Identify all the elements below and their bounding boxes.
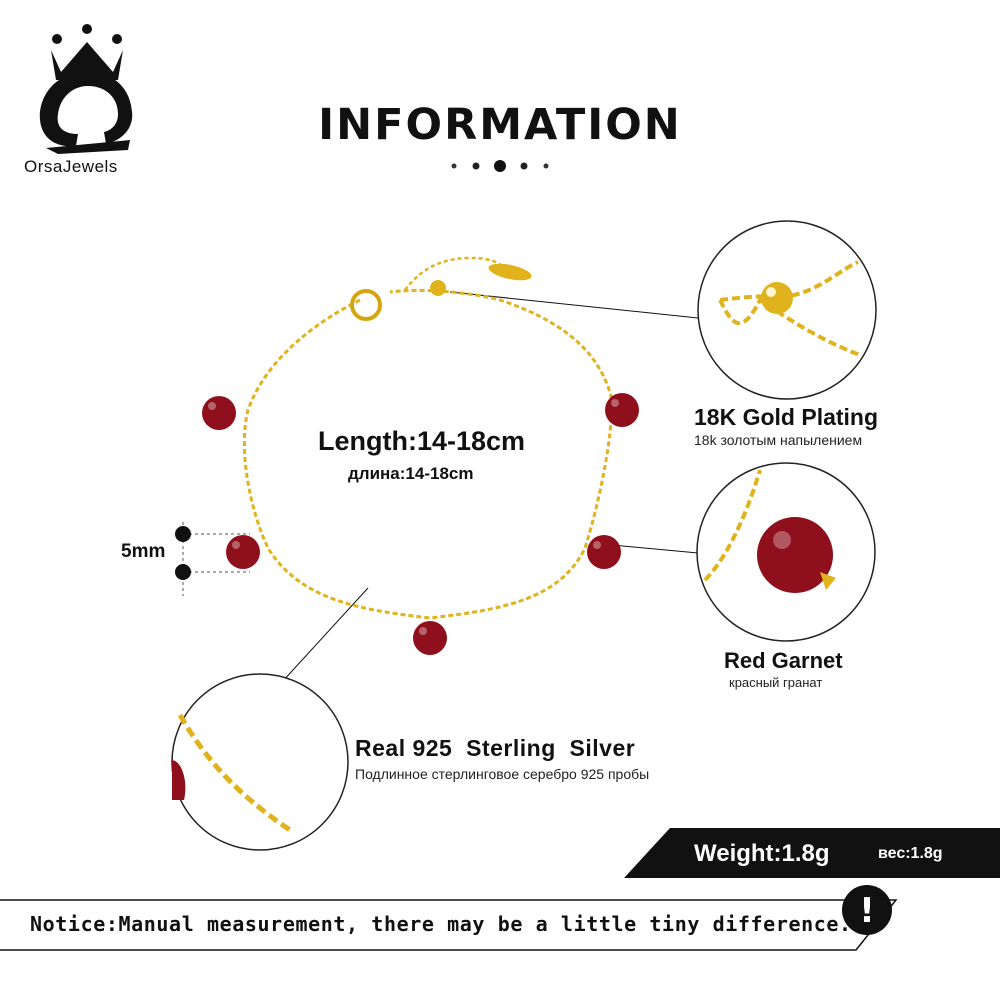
dot [543,163,549,169]
tag-plate [488,263,532,281]
bead-dimension-marker [175,522,250,596]
exclamation-icon: ! [842,885,892,935]
dot [494,160,506,172]
swoosh-icon [46,140,130,154]
crown-icon [51,24,123,80]
detail-circle-silver [171,673,349,851]
letter-o-icon [39,72,133,147]
bead-size-label: 5mm [121,541,166,562]
callout-line-garnet [611,544,699,554]
clasp-ring [350,289,383,321]
weight-label-ru: вес:1.8g [878,845,943,862]
dot [451,163,457,169]
dot [520,162,528,170]
weight-label: Weight:1.8g [694,840,830,867]
dot [472,162,480,170]
extension-chain [404,256,507,291]
detail-circle-gold [697,220,877,400]
gold-bead [430,280,446,296]
garnet-bead [202,393,639,655]
exclamation-glyph: ! [859,891,875,931]
gold-plating-title: 18K Gold Plating [694,404,879,430]
bracelet-chain [242,288,614,620]
silver-subtitle: Подлинное стерлинговое серебро 925 пробы [355,766,650,782]
brand-logo [39,24,133,154]
gold-plating-subtitle: 18k золотым напылением [694,432,863,448]
page-title: INFORMATION [318,100,682,150]
notice-text: Notice:Manual measurement, there may be … [30,912,852,936]
detail-circle-garnet [696,462,876,642]
length-label-ru: длина:14-18cm [348,464,474,483]
callout-line-silver [281,587,369,683]
silver-title: Real 925 Sterling Silver [355,735,636,761]
weight-banner [624,828,1000,878]
title-dots [451,160,549,172]
brand-name: OrsaJewels [24,157,118,176]
red-garnet-title: Red Garnet [724,648,843,673]
callout-line-gold [449,291,699,319]
length-label: Length:14-18cm [318,426,526,456]
red-garnet-subtitle: красный гранат [729,675,823,690]
